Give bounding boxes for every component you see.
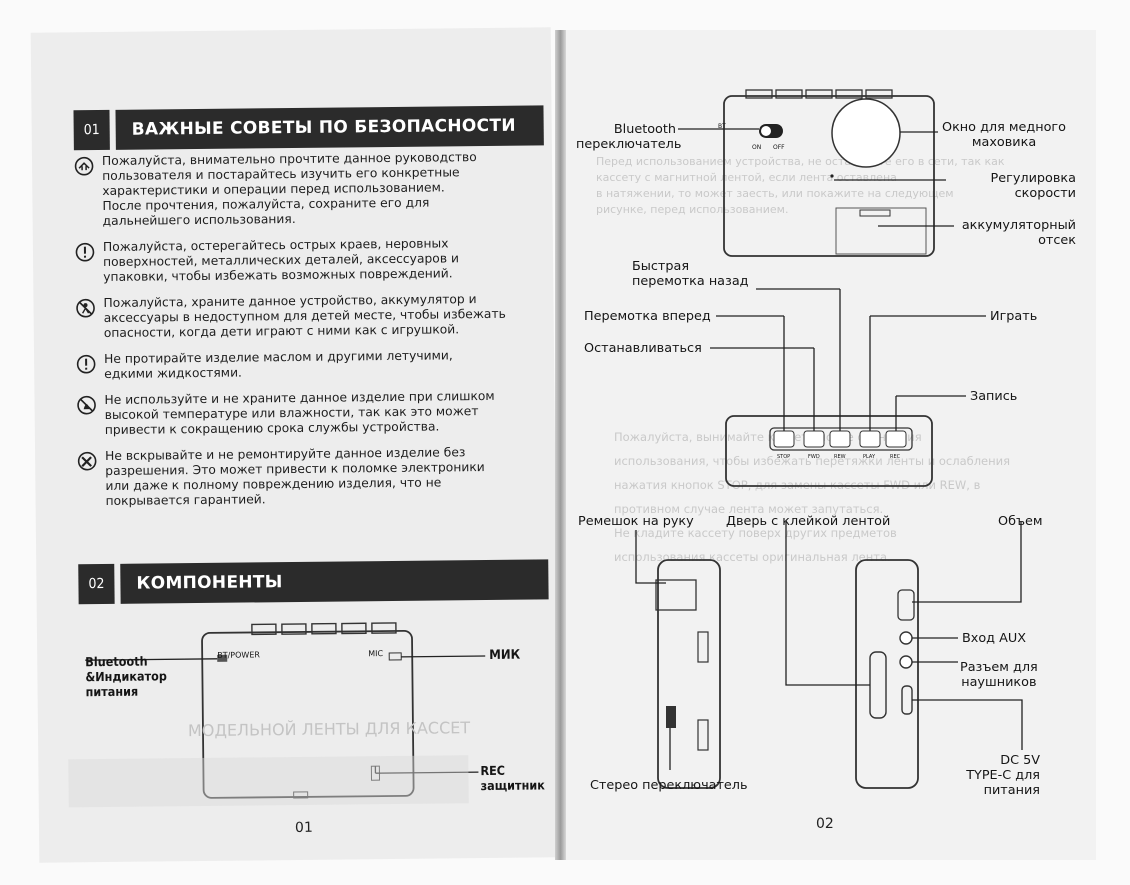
speed-control-label: Регулировка скорости	[990, 171, 1076, 201]
stereo-switch-label: Стерео переключатель	[590, 778, 748, 793]
child-prohibited-icon	[76, 298, 95, 318]
battery-compartment-label: аккумуляторный отсек	[961, 218, 1076, 248]
switch-off-label: OFF	[773, 144, 785, 151]
key-ffwd-label: FWD	[808, 454, 820, 460]
left-page: 01 ВАЖНЫЕ СОВЕТЫ ПО БЕЗОПАСНОСТИ Пожалуй…	[30, 27, 560, 863]
device-bt-power-label: BT/POWER	[217, 650, 260, 660]
mic-label: МИК	[489, 647, 521, 663]
rewind-label: Быстрая перемотка назад	[632, 259, 749, 289]
forward-label: Перемотка вперед	[584, 309, 711, 324]
bluetooth-switch-label: Bluetooth переключатель	[576, 122, 682, 152]
ghost-text: Перед использованием устройства, не оста…	[596, 155, 1005, 216]
right-page: Перед использованием устройства, не оста…	[566, 30, 1096, 860]
device-mic-label: MIC	[368, 649, 384, 659]
warning-icon	[75, 242, 95, 262]
ghost-text: МОДЕЛЬНОЙ ЛЕНТЫ ДЛЯ КАССЕТ	[187, 718, 471, 741]
list-item: Пожалуйста, внимательно прочтите данное …	[74, 149, 535, 229]
warning-icon	[76, 354, 96, 374]
list-item: Не используйте и не храните данное издел…	[76, 388, 536, 438]
no-disassembly-icon	[77, 451, 97, 471]
list-item: Не вскрывайте и не ремонтируйте данное и…	[77, 444, 538, 509]
device-diagrams	[635, 89, 1023, 789]
device-top-diagram	[68, 622, 486, 808]
list-item: Пожалуйста, храните данное устройство, а…	[75, 291, 535, 341]
list-item: Не протирайте изделие маслом и другими л…	[76, 347, 536, 382]
book-spine	[555, 30, 566, 860]
dc-power-label: DC 5V TYPE-C для питания	[966, 753, 1040, 798]
key-stop-label: STOP	[777, 454, 791, 460]
read-manual-icon	[74, 156, 94, 176]
headphones-label: Разъем для наушников	[960, 660, 1038, 690]
volume-label: Объем	[998, 514, 1043, 529]
bt-indicator-label: Bluetooth &Индикатор питания	[85, 653, 167, 700]
wrist-strap-label: Ремешок на руку	[578, 514, 694, 529]
aux-label: Вход AUX	[962, 631, 1026, 646]
page-number: 01	[294, 819, 313, 837]
list-item: Пожалуйста, остерегайтесь острых краев, …	[75, 235, 535, 285]
switch-on-label: ON	[752, 144, 762, 151]
key-play-label: PLAY	[863, 454, 876, 460]
key-rew-label: REW	[834, 454, 846, 460]
page-number: 02	[816, 816, 834, 832]
stop-label: Останавливаться	[584, 341, 702, 356]
no-heat-icon	[77, 395, 96, 415]
key-rec-label: REC	[890, 454, 901, 460]
rec-guard-label: REC защитник	[480, 762, 545, 794]
tape-door-label: Дверь с клейкой лентой	[726, 514, 891, 529]
safety-tips-list: Пожалуйста, внимательно прочтите данное …	[74, 149, 538, 520]
switch-bt-label: BT	[718, 123, 726, 130]
play-label: Играть	[990, 309, 1038, 324]
copper-window-label: Окно для медного маховика	[942, 120, 1066, 150]
record-label: Запись	[970, 389, 1018, 404]
